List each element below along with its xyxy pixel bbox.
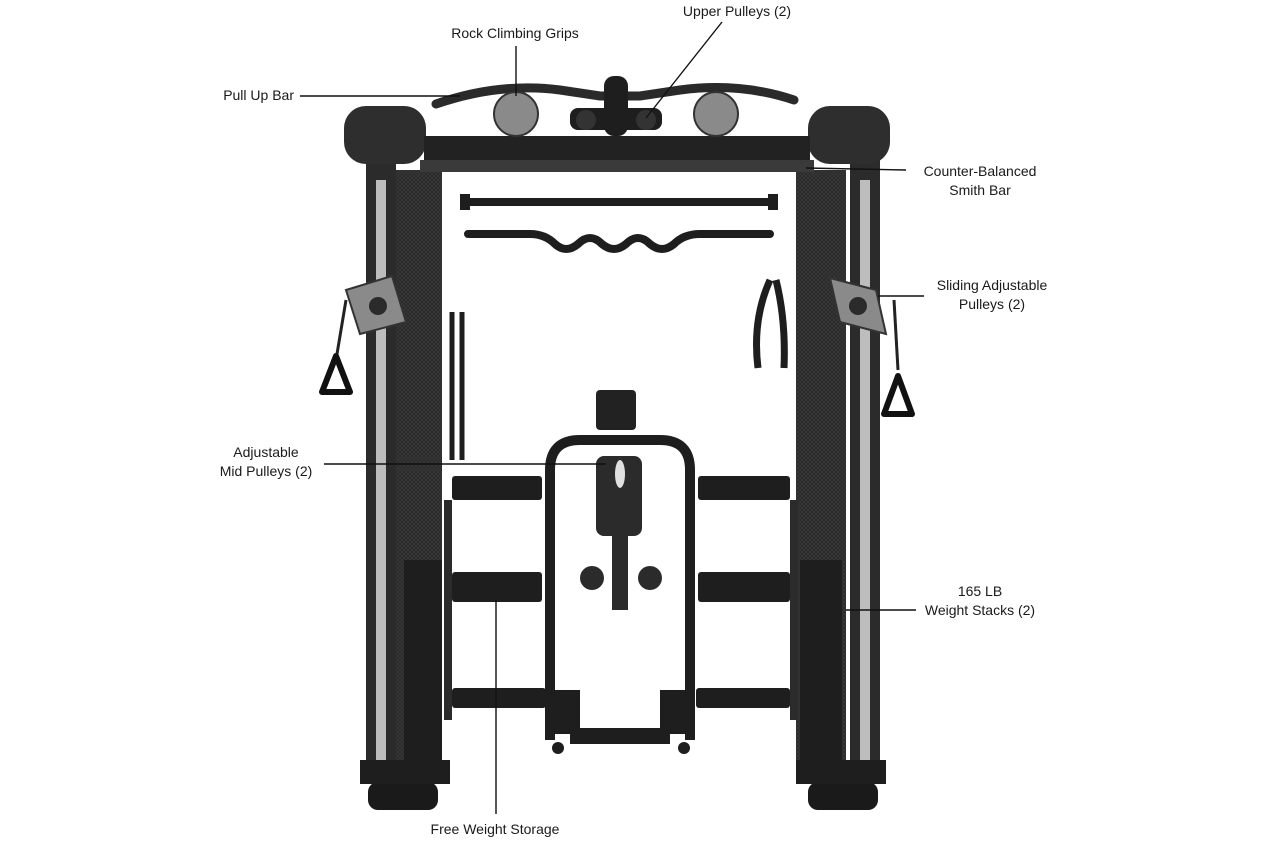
left-tower <box>360 160 450 784</box>
free-weight-storage <box>444 476 798 720</box>
ankle-strap <box>449 312 465 460</box>
leader-upper-pulleys <box>645 21 723 119</box>
top-crossbar <box>424 136 810 162</box>
label-pull-up-bar: Pull Up Bar <box>223 87 294 103</box>
right-tower <box>796 160 886 784</box>
pull-up-bar <box>431 83 799 109</box>
left-climbing-grip <box>493 91 539 137</box>
leader-lines <box>300 21 924 814</box>
left-top-cap <box>344 106 426 164</box>
right-top-cap <box>808 106 890 164</box>
triceps-rope <box>753 278 788 369</box>
left-sliding-pulley <box>319 274 408 395</box>
label-free-weight-storage: Free Weight Storage <box>430 821 560 837</box>
label-rock-climbing-grips: Rock Climbing Grips <box>451 25 579 41</box>
label-sliding-pulleys: Sliding Adjustable Pulleys (2) <box>936 277 1048 312</box>
right-climbing-grip <box>693 91 739 137</box>
label-mid-pulleys: Adjustable Mid Pulleys (2) <box>219 444 313 479</box>
center-arch <box>545 435 695 740</box>
label-smith-bar: Counter-Balanced Smith Bar <box>923 163 1037 198</box>
leader-smith-bar <box>805 167 907 171</box>
right-sliding-pulley <box>828 276 915 417</box>
label-weight-stacks: 165 LB Weight Stacks (2) <box>924 583 1036 618</box>
ez-curl-bar <box>464 230 774 253</box>
smith-bar <box>466 198 772 206</box>
left-foot <box>368 782 438 810</box>
center-display <box>596 390 636 430</box>
label-upper-pulleys: Upper Pulleys (2) <box>682 3 792 19</box>
right-foot <box>808 782 878 810</box>
